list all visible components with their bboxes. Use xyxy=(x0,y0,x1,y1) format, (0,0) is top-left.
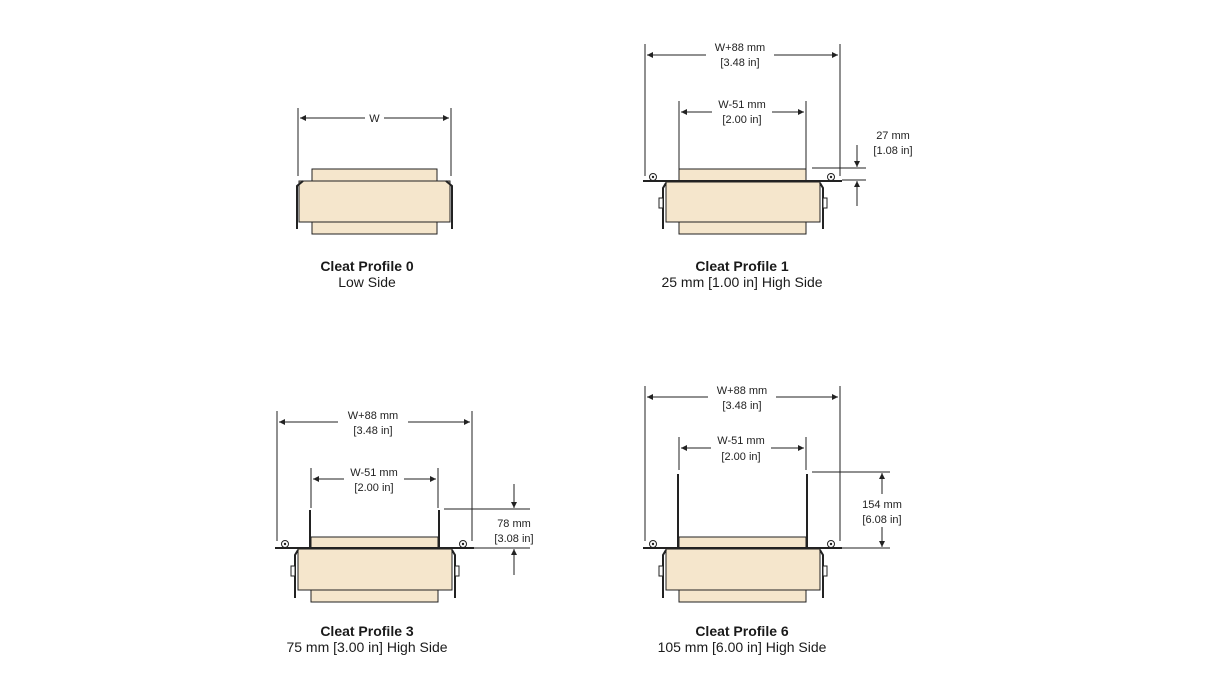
profile-1-inner-in: [2.00 in] xyxy=(722,114,761,126)
profile-1-outer-mm: W+88 mm xyxy=(715,42,765,54)
profile-3-inner-mm: W-51 mm xyxy=(350,467,397,479)
profile-3-height-in: [3.08 in] xyxy=(494,533,533,545)
profile-6-outer-in: [3.48 in] xyxy=(722,400,761,412)
profile-1-inner-mm: W-51 mm xyxy=(718,99,765,111)
profile-1-diagram: W+88 mm [3.48 in] W-51 mm [2.00 in] 27 m… xyxy=(643,42,913,235)
profile-0-title: Cleat Profile 0 xyxy=(320,258,414,274)
profile-6-inner-in: [2.00 in] xyxy=(721,451,760,463)
profile-6-outer-mm: W+88 mm xyxy=(717,385,767,397)
profile-6-subtitle: 105 mm [6.00 in] High Side xyxy=(658,639,827,655)
profile-1-height-mm: 27 mm xyxy=(876,130,910,142)
profile-6-inner-mm: W-51 mm xyxy=(717,435,764,447)
profile-0-subtitle: Low Side xyxy=(338,274,396,290)
profile-3-subtitle: 75 mm [3.00 in] High Side xyxy=(286,639,447,655)
profile-3-diagram: W+88 mm [3.48 in] W-51 mm [2.00 in] 78 m… xyxy=(275,410,534,603)
profile-1-subtitle: 25 mm [1.00 in] High Side xyxy=(661,274,822,290)
profile-6-diagram: W+88 mm [3.48 in] W-51 mm [2.00 in] 154 … xyxy=(643,385,902,603)
profile-1-outer-in: [3.48 in] xyxy=(720,57,759,69)
profile-0-diagram: W xyxy=(296,108,453,235)
profile-1-title: Cleat Profile 1 xyxy=(695,258,789,274)
profile-3-height-mm: 78 mm xyxy=(497,518,531,530)
profile-6-height-mm: 154 mm xyxy=(862,499,902,511)
profile-3-title: Cleat Profile 3 xyxy=(320,623,414,639)
profile-3-outer-in: [3.48 in] xyxy=(353,425,392,437)
profile-0-width-label: W xyxy=(369,113,380,125)
profile-6-height-in: [6.08 in] xyxy=(862,514,901,526)
profile-3-inner-in: [2.00 in] xyxy=(354,482,393,494)
profile-1-height-in: [1.08 in] xyxy=(873,145,912,157)
profile-3-outer-mm: W+88 mm xyxy=(348,410,398,422)
profile-6-title: Cleat Profile 6 xyxy=(695,623,789,639)
